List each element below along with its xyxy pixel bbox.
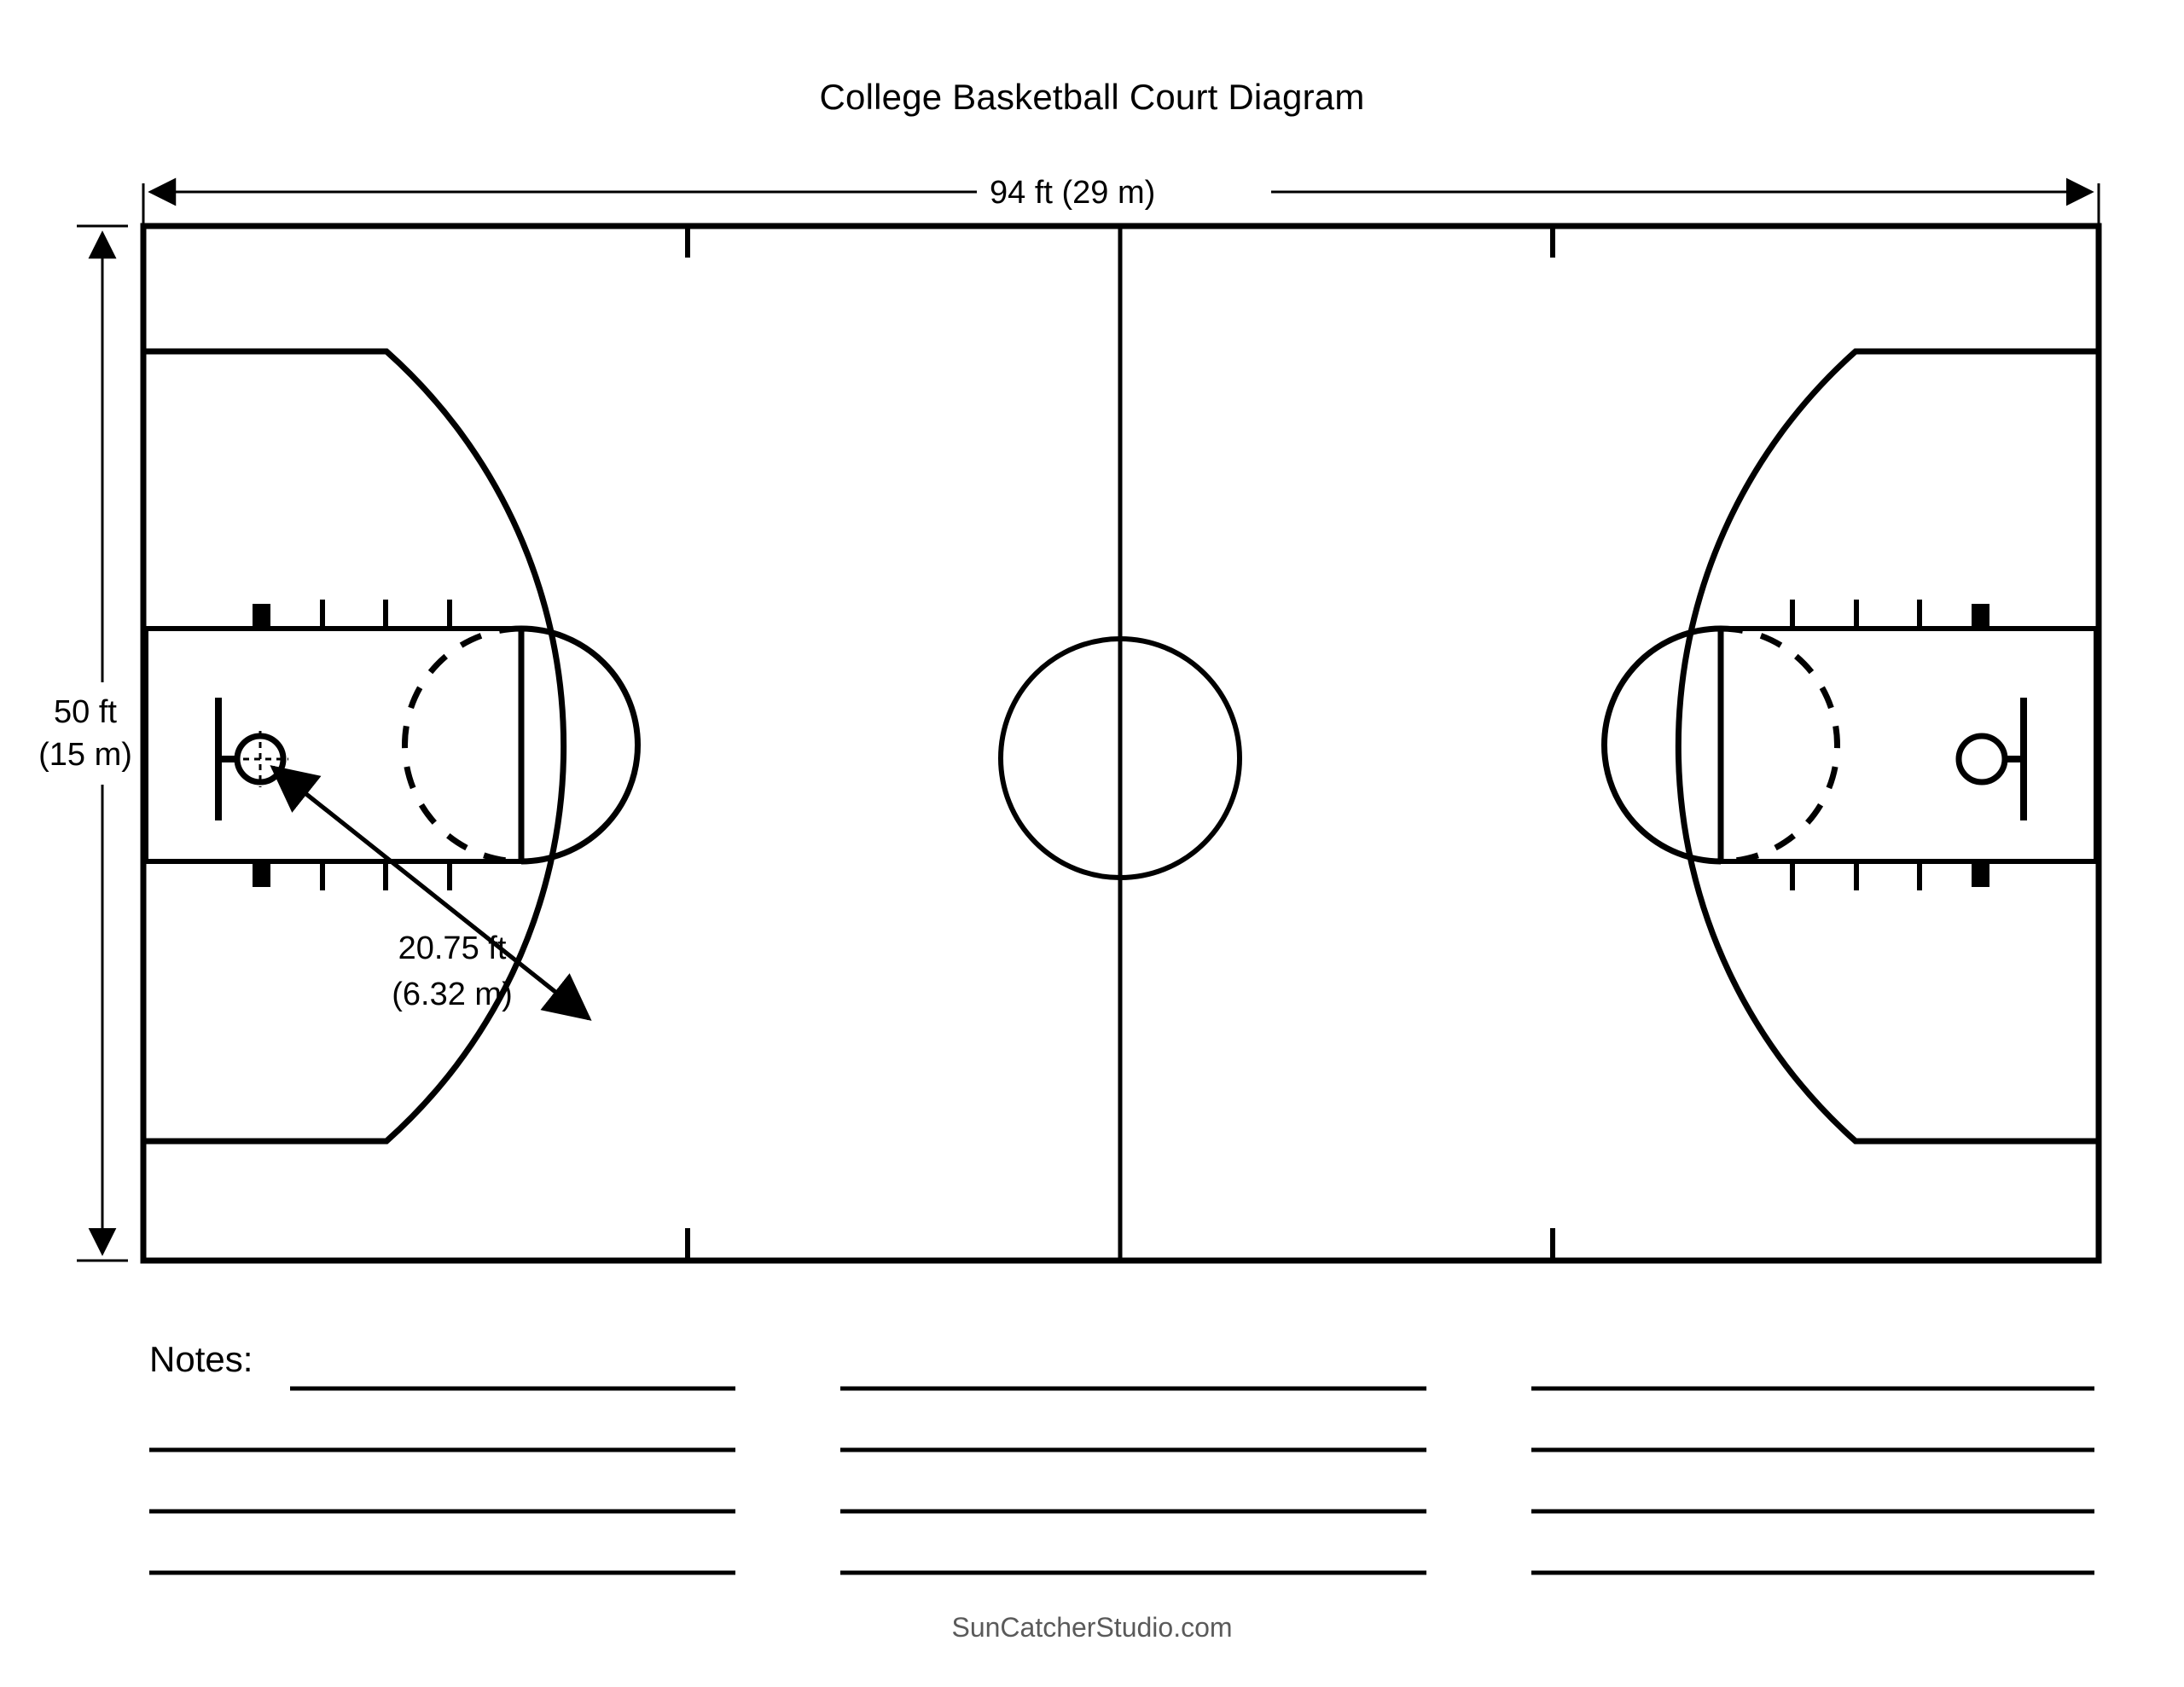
left-lane-markers-top xyxy=(253,600,452,629)
left-three-point-line xyxy=(146,348,567,1145)
court-width-dimension-arrow xyxy=(77,224,128,1262)
notes-label: Notes: xyxy=(149,1339,253,1379)
left-free-throw-circle-solid xyxy=(520,625,641,865)
center-circle xyxy=(998,636,1242,880)
court-width-dimension-label: 50 ft (15 m) xyxy=(34,691,136,776)
left-lane-markers-bottom xyxy=(253,861,452,890)
right-hoop xyxy=(1955,733,2008,786)
left-half-court xyxy=(143,348,641,1145)
court-width-dimension-meters: (15 m) xyxy=(38,737,132,773)
right-lane-markers-top xyxy=(1790,600,1989,629)
right-half-court xyxy=(1601,348,2099,1145)
sideline-hash-marks xyxy=(685,229,1555,1258)
notes-lines xyxy=(149,1386,2094,1575)
right-free-throw-circle-dashed xyxy=(1720,625,1840,865)
right-three-point-line xyxy=(1675,348,2096,1145)
right-lane-markers-bottom xyxy=(1790,861,1989,890)
left-hoop-crosshair xyxy=(232,731,288,787)
three-point-leader-line-outer xyxy=(271,766,592,1021)
left-key xyxy=(143,626,524,864)
right-key xyxy=(1718,626,2099,864)
page-title: College Basketball Court Diagram xyxy=(819,77,1365,117)
three-point-distance-label: 20.75 ft (6.32 m) xyxy=(358,925,546,1017)
court-width-dimension-feet: 50 ft xyxy=(54,694,117,730)
court-length-dimension-label: 94 ft (29 m) xyxy=(990,175,1156,211)
court-length-dimension-arrow xyxy=(142,177,2100,229)
right-free-throw-circle-solid xyxy=(1601,625,1722,865)
footer-credit: SunCatcherStudio.com xyxy=(951,1612,1233,1643)
left-free-throw-circle-dashed xyxy=(402,625,522,865)
